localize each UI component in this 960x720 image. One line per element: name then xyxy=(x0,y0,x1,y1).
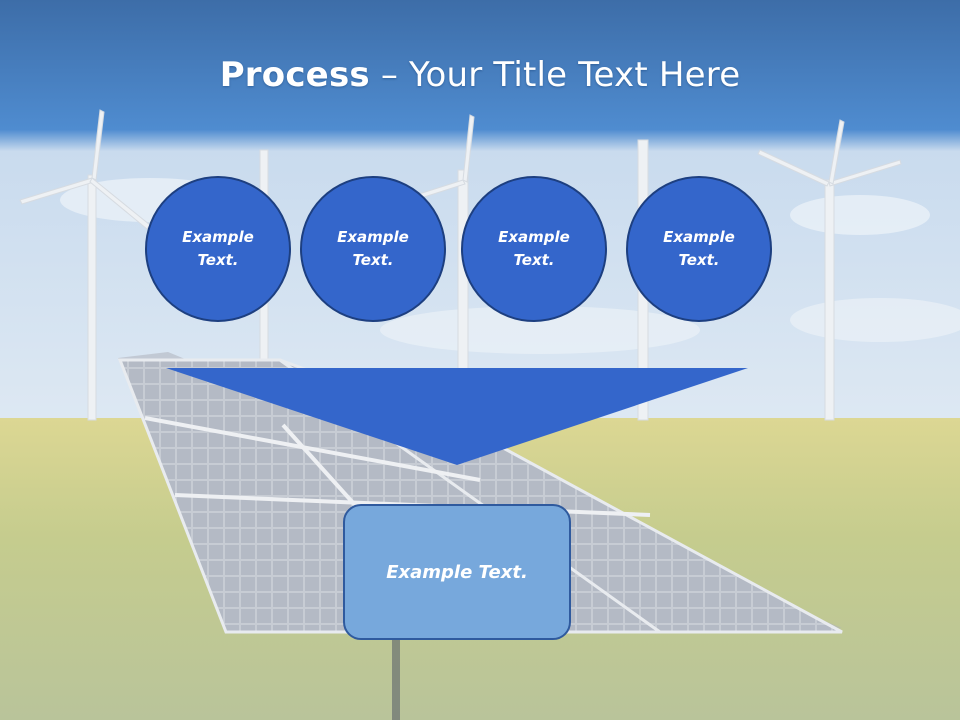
process-circle-2: Example Text. xyxy=(300,176,446,322)
slide-title: Process – Your Title Text Here xyxy=(0,52,960,98)
result-box: Example Text. xyxy=(343,504,571,640)
process-circle-3: Example Text. xyxy=(461,176,607,322)
result-box-label: Example Text. xyxy=(386,561,528,583)
circle-label: Example Text. xyxy=(498,228,570,269)
process-circle-4: Example Text. xyxy=(626,176,772,322)
process-circle-1: Example Text. xyxy=(145,176,291,322)
title-bold: Process xyxy=(219,55,370,95)
circle-label: Example Text. xyxy=(337,228,409,269)
title-rest: – Your Title Text Here xyxy=(369,55,741,95)
circle-label: Example Text. xyxy=(182,228,254,269)
circle-label: Example Text. xyxy=(663,228,735,269)
